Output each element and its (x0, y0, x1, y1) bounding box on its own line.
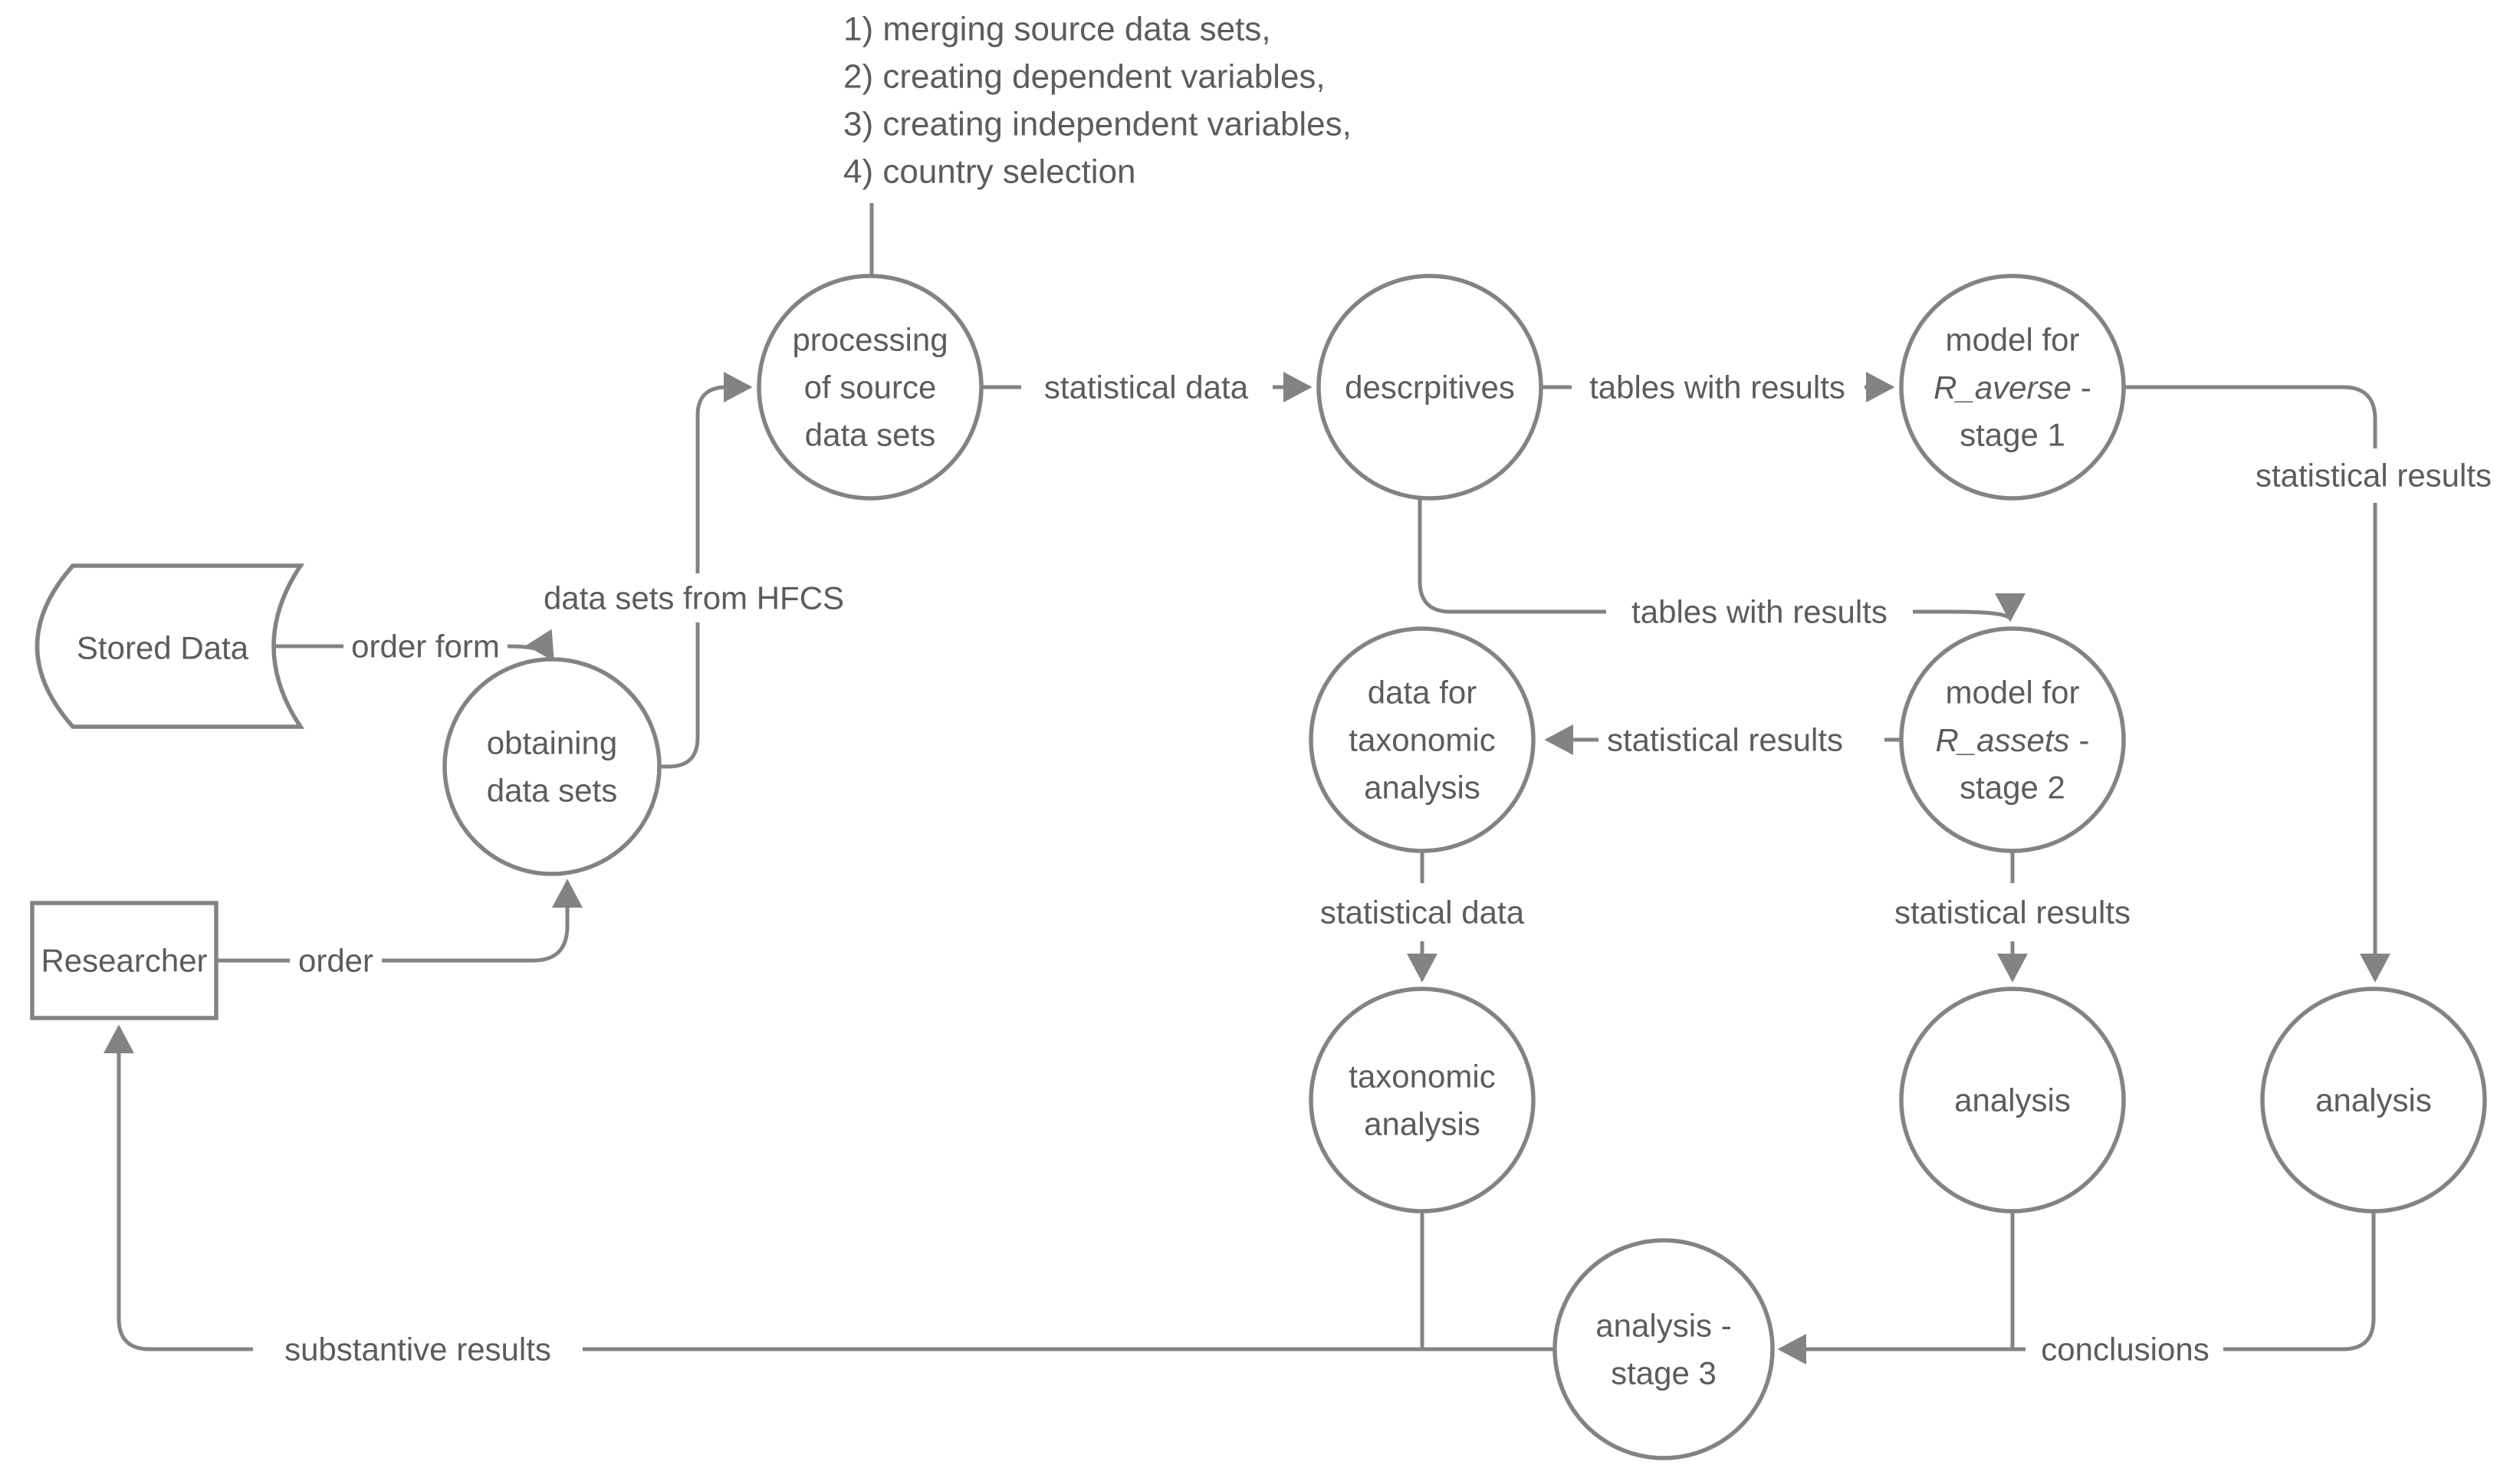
note-line-1: 1) merging source data sets, (843, 11, 1271, 48)
analysis-assets-label: analysis (1954, 1082, 2071, 1118)
node-processing-source-data: processing of source data sets (757, 274, 984, 501)
node-analysis-assets: analysis (1899, 987, 2126, 1213)
note-line-3: 3) creating independent variables, (843, 106, 1352, 143)
taxonomic-circle (1309, 987, 1536, 1213)
flow-data-sets-hfcs: data sets from HFCS (544, 372, 844, 769)
tables-2-line (1418, 498, 1606, 614)
note-line-4: 4) country selection (843, 153, 1136, 191)
analysis-stage3-label-1: analysis - (1595, 1308, 1731, 1344)
flow-statistical-data-2: statistical data (1320, 851, 1525, 983)
node-model-r-assets-stage2: model for R_assets- stage 2 (1899, 626, 2126, 853)
stat-results-down-label: statistical results (1894, 895, 2131, 931)
node-model-r-averse-stage1: model for R_averse- stage 1 (1899, 274, 2126, 501)
model-assets-label-3: stage 2 (1960, 770, 2065, 806)
flow-order-form: order form (274, 629, 555, 665)
tables-1-label: tables with results (1589, 369, 1845, 406)
model-assets-label-1: model for (1945, 675, 2079, 711)
tables-2-arrow (1913, 593, 2026, 622)
statistical-data-2-label: statistical data (1320, 895, 1525, 931)
researcher-entity: Researcher (30, 901, 218, 1020)
analysis-stage3-label-2: stage 3 (1611, 1355, 1717, 1391)
flow-conclusions: conclusions (1777, 1211, 2376, 1368)
model-averse-var: R_averse (1934, 369, 2072, 406)
analysis-stage3-circle (1552, 1238, 1775, 1460)
node-analysis-averse: analysis (2260, 987, 2487, 1213)
order-arrow (382, 879, 583, 963)
processing-steps-note: 1) merging source data sets, 2) creating… (843, 11, 1352, 274)
analysis-averse-label: analysis (2315, 1082, 2432, 1118)
stat-results-averse-label: statistical results (2256, 458, 2492, 494)
obtaining-label-2: data sets (487, 773, 617, 809)
obtaining-label-1: obtaining (487, 725, 617, 761)
flow-order: order (216, 879, 583, 979)
flow-statistical-results-averse: statistical results (2124, 385, 2492, 983)
hfcs-line-lower (659, 622, 700, 769)
node-data-for-taxonomic: data for taxonomic analysis (1309, 626, 1536, 853)
data-taxonomic-label-1: data for (1368, 675, 1477, 711)
flow-tables-with-results-2: tables with results (1418, 498, 2026, 630)
model-averse-dash: - (2081, 369, 2091, 406)
order-form-label: order form (351, 629, 500, 665)
model-assets-label-2: R_assets- (1935, 722, 2089, 758)
conclusions-label: conclusions (2041, 1332, 2209, 1368)
node-analysis-stage3: analysis - stage 3 (1552, 1238, 1775, 1460)
taxonomic-label-1: taxonomic (1349, 1059, 1495, 1095)
node-descriptives: descrpitives (1316, 274, 1543, 501)
stored-data-shape (34, 563, 305, 729)
data-taxonomic-label-2: taxonomic (1349, 722, 1495, 758)
researcher-label: Researcher (41, 943, 207, 979)
processing-label-2: of source (804, 369, 937, 406)
flow-statistical-results-down: statistical results (1894, 851, 2131, 983)
stat-results-assets-label: statistical results (1607, 722, 1843, 758)
hfcs-arrow (695, 372, 753, 573)
stored-data-label: Stored Data (77, 630, 249, 666)
stored-data-entity: Stored Data (34, 563, 305, 729)
data-taxonomic-label-3: analysis (1364, 770, 1480, 806)
hfcs-label: data sets from HFCS (544, 580, 844, 616)
obtaining-circle (442, 657, 662, 876)
processing-label-1: processing (792, 322, 948, 358)
model-averse-label-1: model for (1945, 322, 2079, 358)
statistical-data-1-label: statistical data (1044, 369, 1249, 406)
node-obtaining-data-sets: obtaining data sets (442, 657, 662, 876)
model-averse-label-3: stage 1 (1960, 417, 2065, 453)
flow-statistical-results-assets: statistical results (1544, 722, 1901, 758)
flow-statistical-data-1: statistical data (981, 369, 1313, 406)
flow-tables-with-results-1: tables with results (1541, 369, 1895, 406)
taxonomic-label-2: analysis (1364, 1106, 1480, 1142)
order-form-arrow (507, 629, 555, 662)
note-line-2: 2) creating dependent variables, (843, 58, 1326, 96)
substantive-arrow (103, 1024, 253, 1351)
flow-substantive-results: substantive results (103, 1024, 1555, 1368)
tables-2-label: tables with results (1631, 594, 1888, 630)
model-assets-dash: - (2079, 722, 2090, 758)
processing-label-3: data sets (805, 417, 935, 453)
node-taxonomic-analysis: taxonomic analysis (1309, 987, 1536, 1213)
model-averse-label-2: R_averse- (1934, 369, 2091, 406)
substantive-label: substantive results (284, 1332, 551, 1368)
model-assets-var: R_assets (1935, 722, 2069, 758)
descriptives-label: descrpitives (1345, 369, 1515, 406)
conclusions-line-right (2223, 1211, 2376, 1351)
stat-results-averse-line-upper (2124, 385, 2377, 448)
order-label: order (298, 943, 373, 979)
